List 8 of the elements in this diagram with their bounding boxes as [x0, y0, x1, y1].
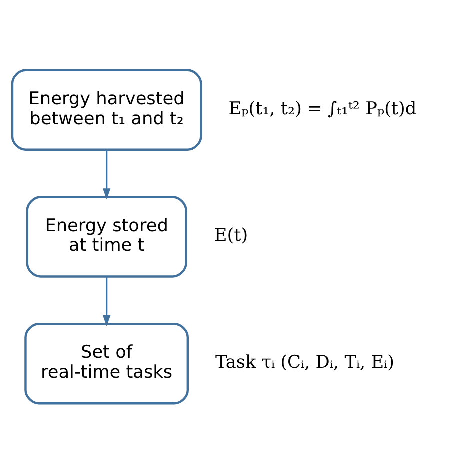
node-label: Eₚ(t₁, t₂) = ∫ₜ₁ᵗ² Pₚ(t)d — [228, 99, 417, 120]
node-box: Set of real-time tasks — [24, 323, 189, 405]
node-box: Energy stored at time t — [26, 196, 188, 278]
node-label: Task τᵢ (Cᵢ, Dᵢ, Tᵢ, Eᵢ) — [215, 353, 395, 374]
node-label: E(t) — [214, 226, 248, 246]
arrow — [102, 150, 111, 200]
node-box: Energy harvested between t₁ and t₂ — [11, 69, 202, 151]
arrow — [102, 276, 111, 327]
